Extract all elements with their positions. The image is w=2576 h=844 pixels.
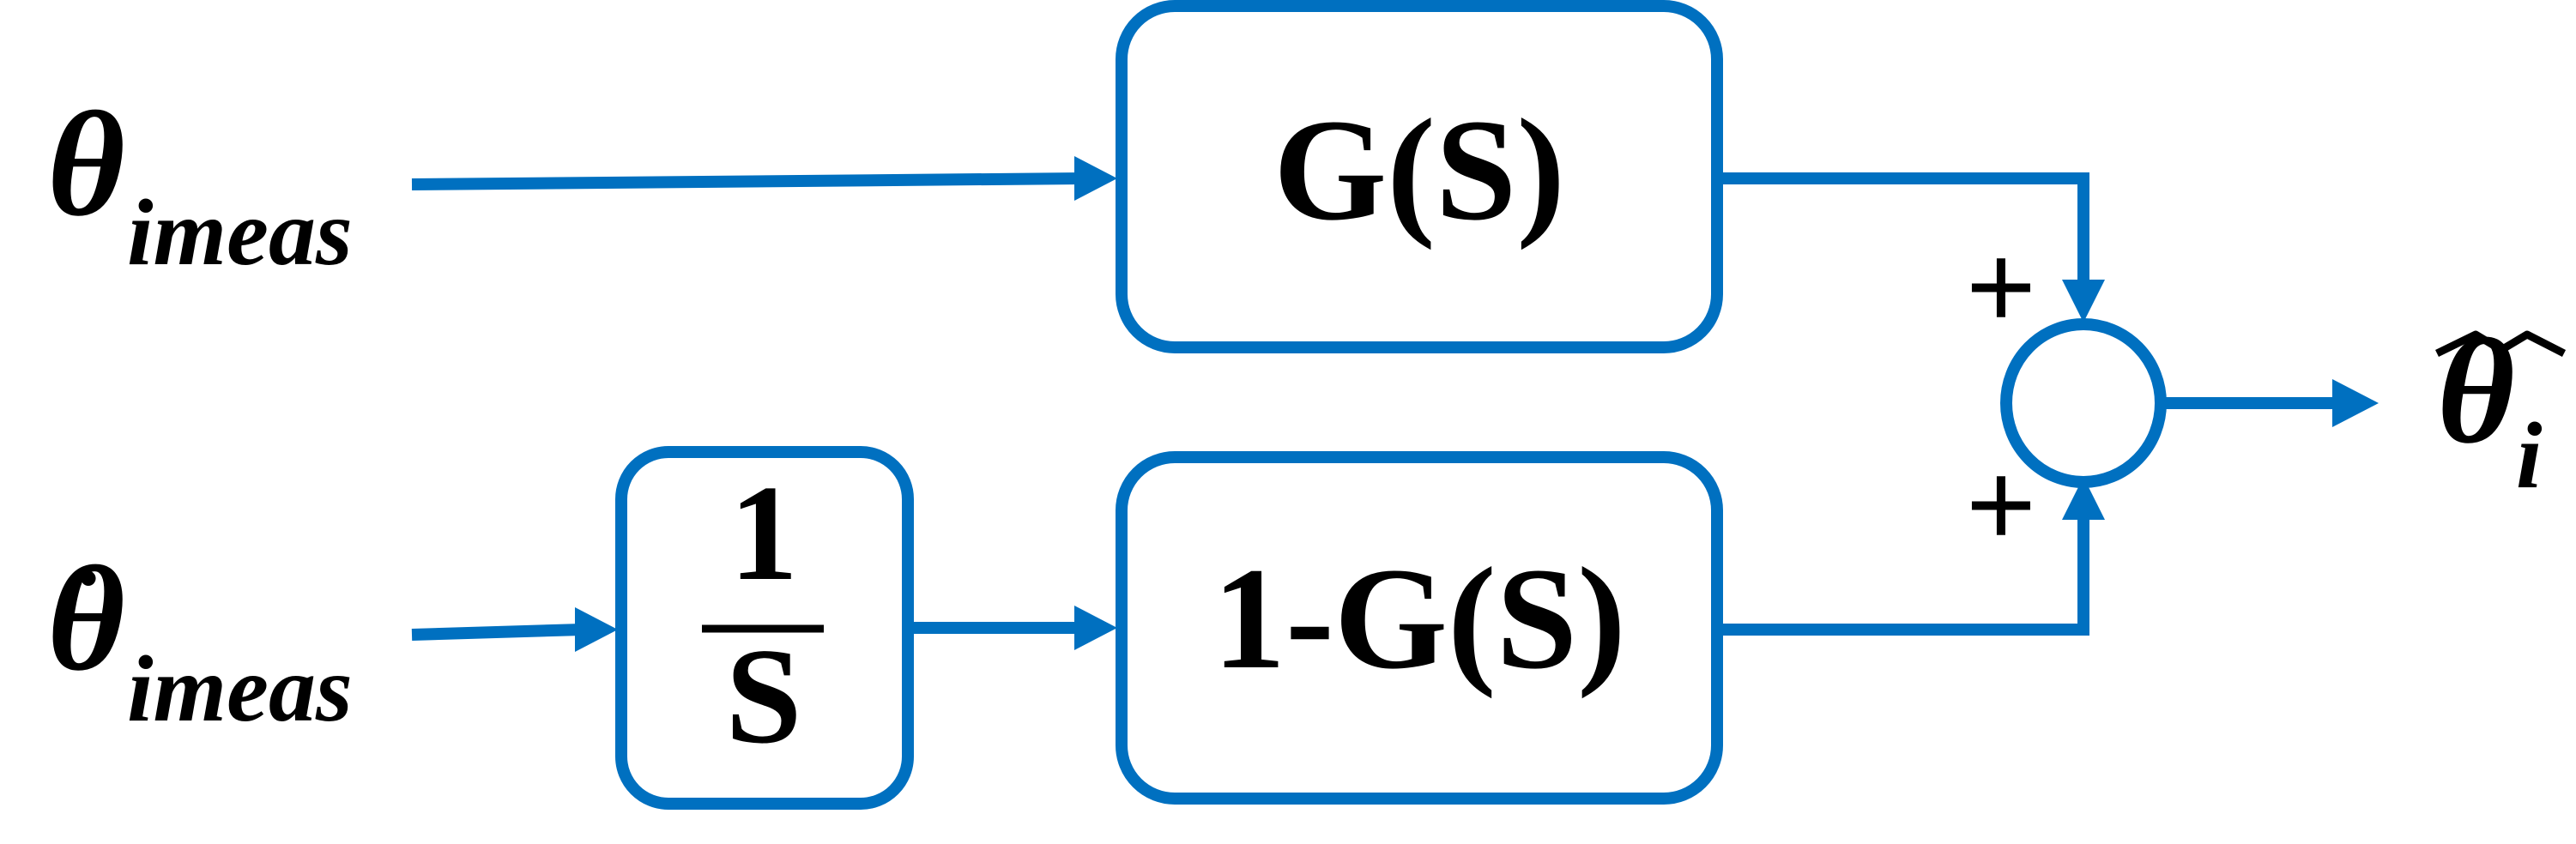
sum-top-sign: + [1966,219,2036,353]
wire-g-to-sum [1723,172,2089,283]
arrowhead-into-1mg [1074,606,1117,650]
theta-dot-symbol: θ [47,535,125,702]
one-minus-g-label: 1-G(S) [1212,538,1626,699]
g-of-s-label: G(S) [1273,89,1565,250]
wire-theta-dot-to-integrator [411,624,583,641]
arrowhead-output [2332,379,2379,427]
summing-junction [2000,318,2167,488]
arrowhead-sum-top [2062,280,2105,323]
theta-dot-subscript: imeas [127,636,353,741]
arrowhead-sum-bottom [2062,477,2105,520]
theta-hat-accent [2435,330,2567,358]
arrowhead-into-integrator [575,607,618,652]
arrowhead-into-g [1074,156,1117,201]
one-minus-g-block [1116,451,1723,805]
theta-hat-subscript: i [2516,403,2543,508]
theta-dot-mark: • [79,549,97,606]
theta-imeas-subscript: imeas [127,180,353,285]
integrator-numerator: 1 [729,456,798,609]
wire-1mg-to-sum [1723,516,2089,636]
integrator-denominator: S [726,619,802,772]
sum-bottom-sign: + [1966,437,2036,571]
wire-theta-to-g [411,172,1084,190]
g-of-s-block [1116,0,1723,353]
theta-imeas-symbol: θ [47,81,125,247]
